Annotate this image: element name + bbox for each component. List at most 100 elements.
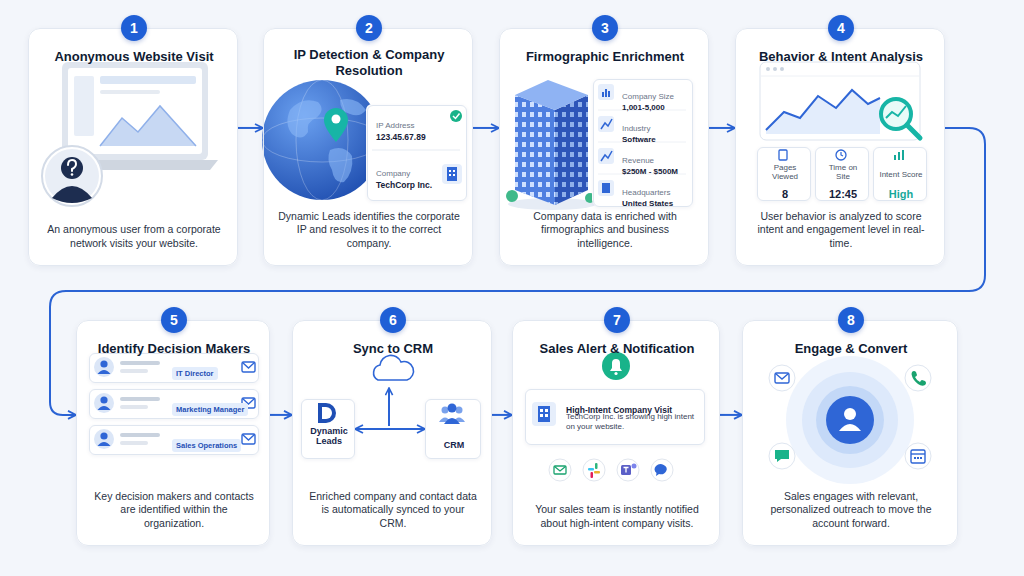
flow-arrow xyxy=(492,414,512,416)
stat-label: Intent Score xyxy=(879,170,922,179)
alert-illustration xyxy=(524,388,704,444)
building-illustration xyxy=(515,95,555,205)
building-illustration xyxy=(602,183,610,193)
engage-illustration xyxy=(844,408,856,420)
engage-illustration xyxy=(826,396,874,444)
step-description: Key decision makers and contacts are ide… xyxy=(91,490,257,531)
building-illustration xyxy=(515,80,588,110)
role-tag: Sales Operations xyxy=(172,439,241,452)
analytics-illustration xyxy=(902,150,904,160)
app-name: CRM xyxy=(444,440,465,450)
alert-illustration xyxy=(538,406,550,422)
step-title: Sales Alert & Notification xyxy=(540,341,695,357)
card-backgrounds xyxy=(735,28,945,266)
laptop-illustration xyxy=(100,76,196,84)
globe-illustration xyxy=(450,110,462,122)
engage-illustration xyxy=(786,356,914,484)
flow-arrow xyxy=(50,128,985,415)
crm-sync-illustration xyxy=(318,403,336,423)
building-illustration xyxy=(601,119,612,129)
analytics-illustration xyxy=(872,146,926,200)
flow-arrow xyxy=(270,414,292,416)
crm-sync-illustration xyxy=(424,398,480,458)
laptop-illustration xyxy=(61,157,83,179)
laptop-illustration xyxy=(71,173,74,176)
engage-illustration xyxy=(816,386,884,454)
field-value: Software xyxy=(622,134,656,145)
crm-sync-illustration xyxy=(442,407,449,414)
role-tag: IT Director xyxy=(172,367,218,380)
alert-illustration xyxy=(545,414,548,417)
step-number-text: 6 xyxy=(389,312,397,328)
globe-illustration xyxy=(328,148,352,182)
analytics-illustration xyxy=(760,76,920,77)
analytics-illustration xyxy=(773,67,777,71)
engage-illustration xyxy=(905,365,931,391)
step-title: Identify Decision Makers xyxy=(98,341,250,357)
globe-illustration xyxy=(332,115,341,124)
step-number: 7 xyxy=(604,307,630,333)
globe-illustration xyxy=(262,80,382,200)
step-card: Engage & ConvertSales engages with relev… xyxy=(742,320,958,546)
globe-illustration xyxy=(262,118,382,162)
alert-illustration xyxy=(588,468,594,471)
analytics-illustration xyxy=(779,150,787,160)
step-number-text: 4 xyxy=(837,20,845,36)
step-title: IP Detection & Company Resolution xyxy=(274,47,464,80)
globe-illustration xyxy=(447,167,457,181)
analytics-illustration xyxy=(814,146,868,200)
role-tag: Marketing Manager xyxy=(172,403,248,416)
flow-arrow xyxy=(473,127,499,129)
engage-illustration xyxy=(802,372,898,468)
building-illustration xyxy=(506,190,518,202)
stat-label: Pages Viewed xyxy=(763,163,807,181)
flow-arrow xyxy=(720,414,742,416)
analytics-illustration xyxy=(760,62,920,140)
crm-sync-illustration xyxy=(444,418,460,424)
firmographic-panel: Company Size1,001-5,000IndustrySoftwareR… xyxy=(593,79,693,207)
analytics-illustration xyxy=(841,152,843,156)
engage-illustration xyxy=(769,356,931,484)
contact-row: Sales Operations xyxy=(89,425,259,455)
field-label: IP Address xyxy=(376,121,415,131)
alert-illustration xyxy=(540,414,543,417)
stat-label: Time on Site xyxy=(821,163,865,181)
field-value: $250M - $500M xyxy=(622,166,678,177)
field-label: Revenue xyxy=(622,156,654,166)
globe-illustration xyxy=(449,170,451,172)
crm-sync-illustration xyxy=(322,407,332,419)
engage-illustration xyxy=(914,457,916,459)
building-illustration xyxy=(601,151,612,161)
laptop-illustration xyxy=(42,146,102,206)
step-description: Dynamic Leads identifies the corporate I… xyxy=(278,210,460,251)
contact-rows-illustration xyxy=(88,352,258,454)
engage-illustration xyxy=(775,373,789,383)
engage-illustration xyxy=(920,457,922,459)
step-card: Anonymous Website VisitAn anonymous user… xyxy=(28,28,238,266)
building-illustration xyxy=(515,95,555,205)
step-title: Behavior & Intent Analysis xyxy=(759,49,923,65)
step-description: Sales engages with relevant, personalize… xyxy=(757,490,945,531)
alert-illustration xyxy=(617,459,639,481)
building-illustration xyxy=(602,92,604,97)
step-title: Anonymous Website Visit xyxy=(54,49,213,65)
stat-value: 8 xyxy=(782,188,788,200)
alert-illustration xyxy=(524,352,704,481)
field-value: 1,001-5,000 xyxy=(622,102,665,113)
engage-illustration xyxy=(775,450,789,462)
globe-illustration xyxy=(442,164,462,184)
field-value: TechCorp Inc. xyxy=(376,180,432,191)
app-box: Dynamic Leads xyxy=(301,399,355,459)
building-illustration xyxy=(598,116,614,132)
step-number-text: 3 xyxy=(601,20,609,36)
crm-sync-illustration xyxy=(456,407,463,414)
step-card: Firmographic EnrichmentCompany data is e… xyxy=(499,28,709,266)
card-backgrounds xyxy=(28,28,238,266)
alert-illustration xyxy=(632,464,637,469)
alert-illustration xyxy=(621,465,631,475)
stat-box: Time on Site12:45 xyxy=(815,147,869,201)
card-backgrounds xyxy=(512,320,720,546)
step-number: 5 xyxy=(161,307,187,333)
card-backgrounds xyxy=(28,28,958,546)
